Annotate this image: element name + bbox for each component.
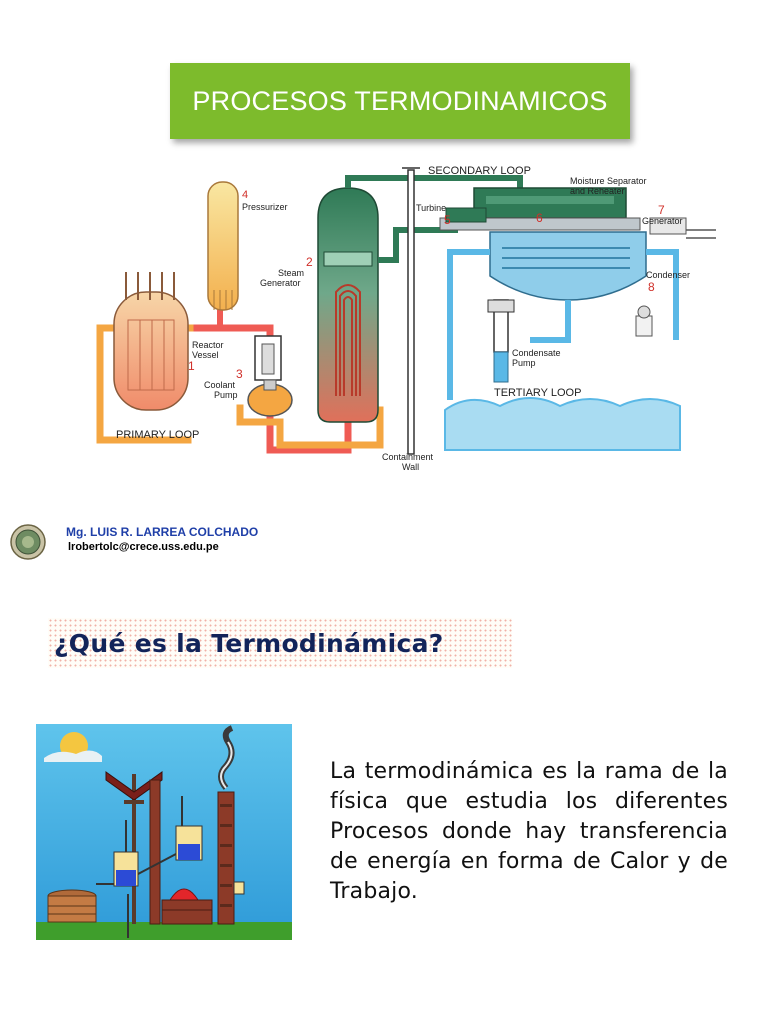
power-plant-diagram: SECONDARY LOOP Moisture Separator and Re… [96, 165, 716, 472]
condensate-pump [487, 299, 515, 383]
label-wall: Wall [402, 462, 419, 472]
label-condensate-pump: Pump [512, 358, 536, 368]
label-coolant: Coolant [204, 380, 236, 390]
label-coolant-pump: Pump [214, 390, 238, 400]
label-generator-num: 7 [658, 203, 665, 217]
tertiary-loop [447, 249, 679, 400]
cooling-pool [444, 305, 681, 451]
definition-paragraph: La termodinámica es la rama de la física… [330, 759, 728, 904]
label-turbine-num: 5 [444, 213, 451, 227]
label-tertiary-loop: TERTIARY LOOP [494, 387, 581, 399]
university-seal-icon [10, 524, 46, 560]
question-banner: ¿Qué es la Termodinámica? [48, 618, 512, 668]
label-moisture-num: 6 [536, 211, 543, 225]
title-banner: PROCESOS TERMODINAMICOS [170, 63, 630, 139]
label-pressurizer-num: 4 [242, 189, 248, 201]
label-vessel: Vessel [192, 350, 219, 360]
label-containment: Containment [382, 452, 434, 462]
label-secondary-loop: SECONDARY LOOP [428, 165, 531, 177]
label-steam-generator: Generator [260, 278, 301, 288]
question-heading: ¿Qué es la Termodinámica? [54, 628, 444, 658]
label-generator: Generator [642, 216, 683, 226]
label-turbine: Turbine [416, 203, 446, 213]
author-block: Mg. LUIS R. LARREA COLCHADO lrobertolc@c… [8, 522, 308, 564]
coolant-pump [247, 335, 293, 417]
label-condenser: Condenser [646, 270, 690, 280]
pressurizer [207, 181, 239, 311]
label-coolant-num: 3 [236, 367, 243, 381]
label-condensate: Condensate [512, 348, 561, 358]
label-condenser-num: 8 [648, 280, 655, 294]
label-and-reheater: and Reheater [570, 186, 625, 196]
turbine-assembly [439, 187, 716, 239]
steam-generator [317, 187, 379, 423]
label-moisture-separator: Moisture Separator [570, 176, 647, 186]
label-reactor-num: 1 [188, 359, 195, 373]
page-title: PROCESOS TERMODINAMICOS [192, 85, 608, 116]
label-reactor: Reactor [192, 340, 224, 350]
label-pressurizer: Pressurizer [242, 202, 288, 212]
condenser [489, 231, 647, 301]
containment-wall [402, 167, 420, 455]
author-name: Mg. LUIS R. LARREA COLCHADO [66, 525, 259, 539]
label-primary-loop: PRIMARY LOOP [116, 429, 199, 441]
steam-engine-illustration [36, 724, 292, 940]
author-email: lrobertolc@crece.uss.edu.pe [68, 541, 219, 553]
label-steam-num: 2 [306, 255, 313, 269]
label-steam: Steam [278, 268, 304, 278]
reactor-vessel [113, 272, 189, 411]
